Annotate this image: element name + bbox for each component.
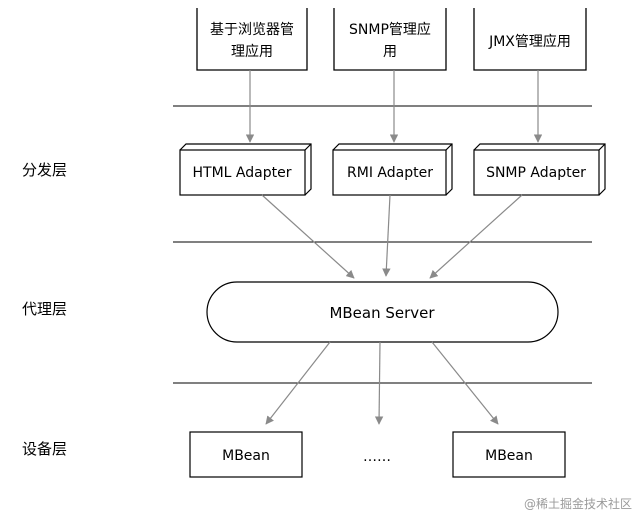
mbean-server-node: MBean Server — [206, 281, 559, 343]
app-box-browser: 基于浏览器管 理应用 — [196, 8, 308, 71]
layer-label-agent: 代理层 — [22, 300, 67, 318]
mbean-server-label: MBean Server — [329, 304, 435, 322]
arrow-html-adapter-to-server — [261, 194, 355, 279]
layer-label-distribution: 分发层 — [22, 161, 67, 179]
app-box-jmx: JMX管理应用 — [473, 8, 587, 71]
adapter-box-snmp: SNMP Adapter — [473, 143, 606, 196]
app-jmx-line-1: JMX管理应用 — [488, 33, 571, 50]
mbean-box-left: MBean — [189, 431, 303, 478]
adapter-box-html: HTML Adapter — [179, 143, 312, 196]
layer-label-device: 设备层 — [22, 440, 67, 458]
adapter-label-rmi: RMI Adapter — [347, 165, 433, 181]
app-box-snmp: SNMP管理应 用 — [333, 8, 447, 71]
app-snmp-line-2: 用 — [383, 44, 397, 60]
app-browser-line-1: 基于浏览器管 — [210, 21, 294, 38]
arrow-server-to-mbean-left — [265, 341, 331, 425]
arrow-snmp-adapter-to-server — [429, 194, 523, 279]
app-snmp-line-1: SNMP管理应 — [349, 21, 431, 38]
mbean-label-left: MBean — [222, 448, 270, 464]
arrow-rmi-adapter-to-server — [382, 194, 391, 277]
arrow-server-to-mbean-middle — [374, 341, 384, 425]
arrow-server-to-mbean-right — [431, 341, 499, 425]
mbean-ellipsis: …… — [363, 449, 391, 465]
mbean-box-right: MBean — [452, 431, 566, 478]
adapter-label-html: HTML Adapter — [193, 165, 292, 181]
adapter-label-snmp: SNMP Adapter — [486, 165, 586, 181]
mbean-label-right: MBean — [485, 448, 533, 464]
adapter-box-rmi: RMI Adapter — [332, 143, 453, 196]
watermark: @稀土掘金技术社区 — [523, 497, 632, 511]
app-browser-line-2: 理应用 — [231, 43, 273, 60]
